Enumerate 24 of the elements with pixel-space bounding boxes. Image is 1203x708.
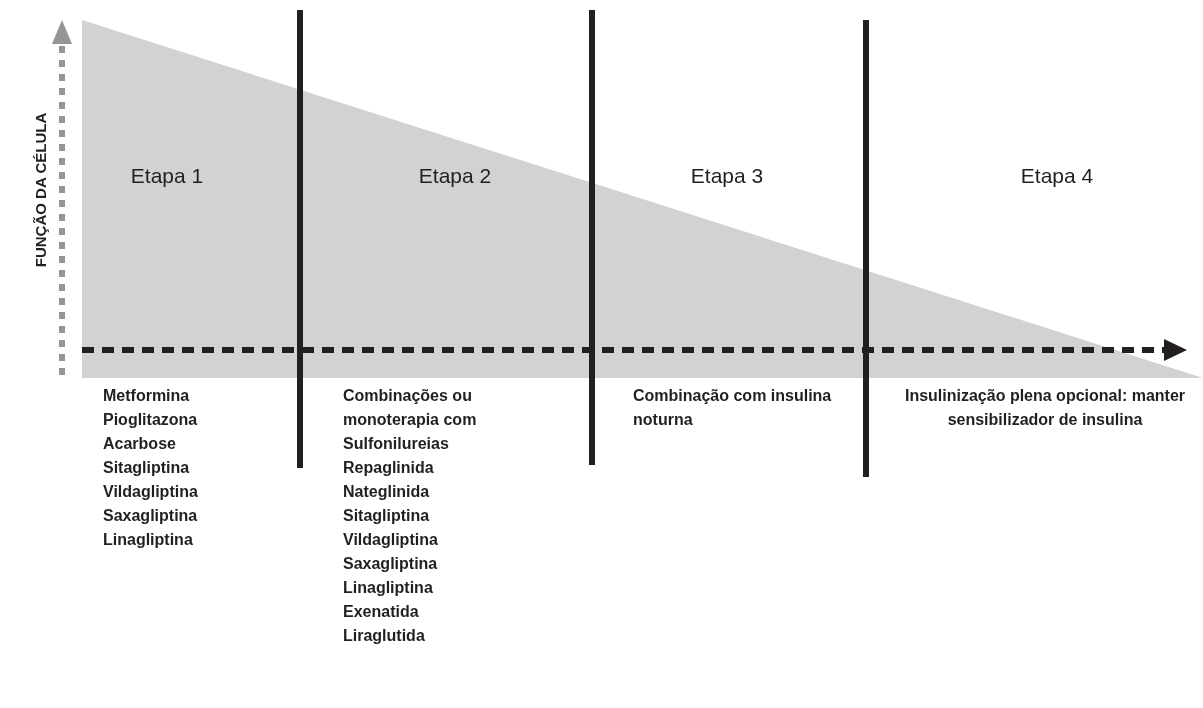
stage-label: Etapa 4 xyxy=(1020,164,1094,188)
treatment-text: Sulfonilureias xyxy=(343,434,449,454)
treatment-text: Sitagliptina xyxy=(343,506,430,526)
treatment-text: Repaglinida xyxy=(343,458,434,478)
treatment-text: Sitagliptina xyxy=(103,458,190,478)
axis-title: FUNÇÃO DA CÉLULA xyxy=(31,112,49,268)
treatment-text: Saxagliptina xyxy=(103,506,198,526)
treatment-text: Liraglutida xyxy=(343,626,425,646)
treatment-text: Acarbose xyxy=(103,434,176,454)
treatment-text: Metformina xyxy=(103,386,190,406)
treatment-text: Combinação com insulina noturna xyxy=(633,386,833,430)
treatment-text: Nateglinida xyxy=(343,482,430,502)
treatment-text: Linagliptina xyxy=(103,530,193,550)
treatment-text: Combinações ou monoterapia com xyxy=(343,386,478,430)
stage-label: Etapa 1 xyxy=(130,164,204,188)
stage-label: Etapa 2 xyxy=(418,164,492,188)
treatment-text: Vildagliptina xyxy=(343,530,438,550)
treatment-text: Vildagliptina xyxy=(103,482,198,502)
treatment-text: Linagliptina xyxy=(343,578,433,598)
treatment-text: Pioglitazona xyxy=(103,410,198,430)
treatment-text: Exenatida xyxy=(343,602,419,622)
treatment-text: Saxagliptina xyxy=(343,554,438,574)
treatment-text: Insulinização plena opcional: manter sensibilizador de insulina xyxy=(903,386,1187,430)
stage-label: Etapa 3 xyxy=(690,164,764,188)
